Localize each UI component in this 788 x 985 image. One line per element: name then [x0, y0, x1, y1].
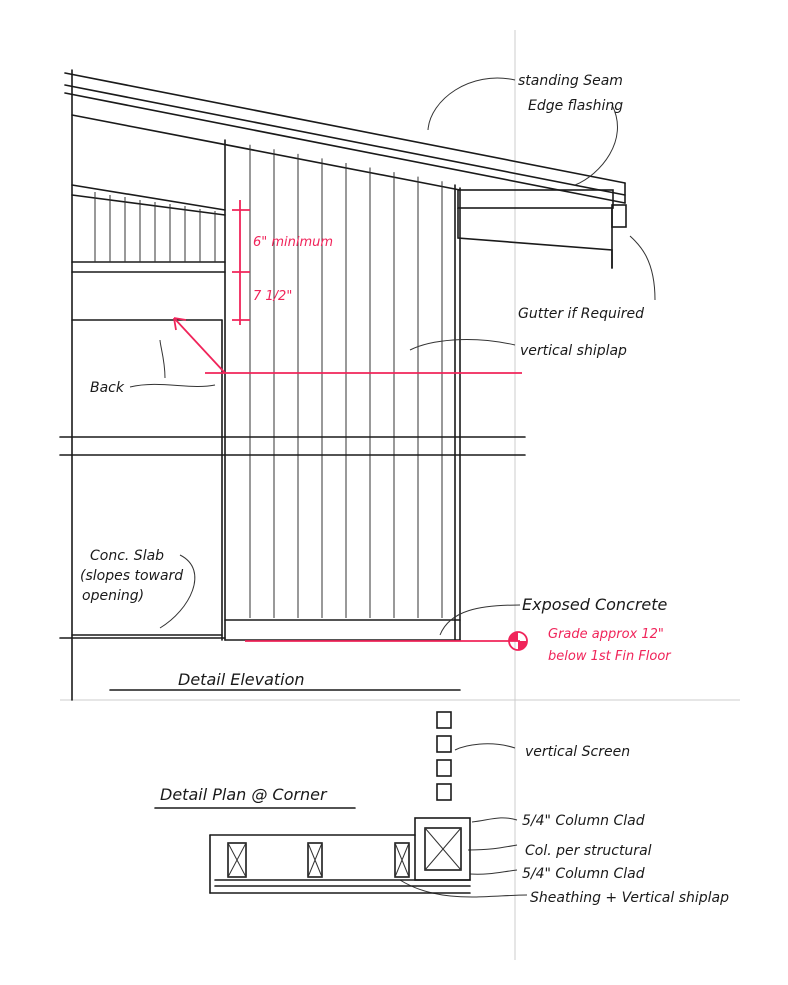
screen-slat — [436, 735, 452, 753]
red-note-min: 6" minimum — [253, 235, 333, 250]
red-note-grade-2: below 1st Fin Floor — [548, 649, 672, 664]
label-conc-slab-2: (slopes toward — [80, 568, 183, 584]
label-conc-slab-3: opening) — [82, 588, 144, 604]
label-exposed-concrete: Exposed Concrete — [522, 595, 668, 614]
elevation-drawing — [59, 69, 627, 701]
title-detail-elevation: Detail Elevation — [178, 670, 305, 689]
label-back: Back — [90, 380, 125, 396]
label-gutter: Gutter if Required — [518, 306, 644, 322]
plan-drawing — [154, 711, 471, 894]
title-detail-plan: Detail Plan @ Corner — [160, 785, 328, 804]
red-markup — [173, 200, 528, 651]
screen-slat — [436, 711, 452, 729]
red-note-grade-1: Grade approx 12" — [548, 627, 664, 642]
screen-slat — [436, 759, 452, 777]
label-conc-slab: Conc. Slab — [90, 548, 164, 564]
label-sheathing: Sheathing + Vertical shiplap — [530, 890, 729, 906]
label-column-clad-1: 5/4" Column Clad — [522, 813, 645, 829]
screen-slat — [436, 783, 452, 801]
label-column-clad-2: 5/4" Column Clad — [522, 866, 645, 882]
label-col-structural: Col. per structural — [525, 843, 652, 859]
label-vertical-screen: vertical Screen — [525, 744, 630, 760]
leader-lines — [129, 77, 656, 898]
red-note-dim: 7 1/2" — [253, 289, 292, 304]
label-standing-seam: standing Seam — [518, 73, 623, 89]
label-edge-flashing: Edge flashing — [528, 98, 623, 114]
label-vertical-shiplap: vertical shiplap — [520, 343, 627, 359]
